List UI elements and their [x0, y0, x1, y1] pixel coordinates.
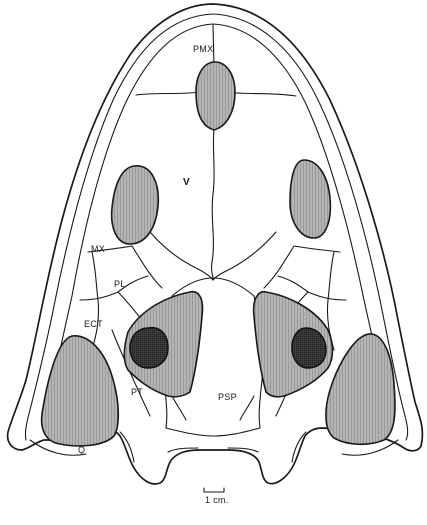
scale-bar: 1 cm. [204, 488, 229, 505]
foramen-right [292, 328, 326, 368]
label-ect: ECT [84, 319, 103, 329]
scale-bar-line [204, 488, 224, 492]
scale-bar-label: 1 cm. [205, 495, 229, 505]
label-v: V [183, 177, 190, 188]
foramen-left [130, 328, 168, 368]
label-mx: MX [91, 244, 105, 254]
label-pl: PL [114, 279, 126, 289]
label-pmx: PMX [193, 44, 213, 54]
label-pt: PT [131, 387, 143, 397]
label-q: Q [78, 445, 85, 455]
label-psp: PSP [218, 392, 237, 402]
